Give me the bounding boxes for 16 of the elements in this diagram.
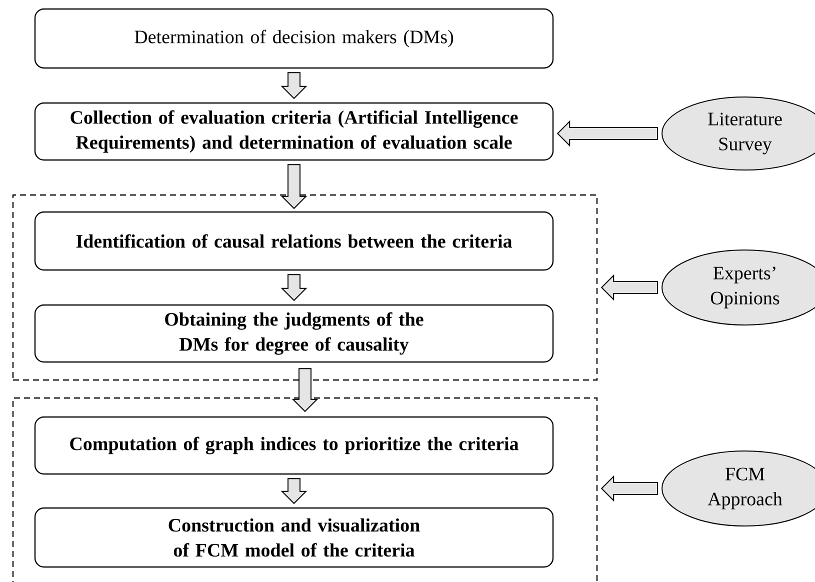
dashed-group-frame — [12, 194, 598, 381]
block-arrow — [292, 368, 318, 412]
process-box: Identification of causal relations between the criteria — [34, 211, 554, 271]
dashed-group-frame — [12, 397, 598, 582]
block-arrow — [280, 478, 308, 504]
process-box: Computation of graph indices to prioritize the criteria — [34, 416, 554, 475]
process-box: Determination of decision makers (DMs) — [34, 8, 554, 69]
block-arrow — [600, 475, 658, 502]
block-arrow — [280, 274, 308, 302]
process-box: Obtaining the judgments of the DMs for degree of causality — [34, 304, 554, 363]
block-arrow — [600, 274, 658, 301]
block-arrow — [280, 164, 308, 210]
block-arrow — [280, 72, 308, 100]
process-box: Construction and visualization of FCM model of the criteria — [34, 507, 554, 568]
block-arrow — [556, 120, 658, 147]
process-box: Collection of evaluation criteria (Artificial Intelligence Requirements) and determination of evaluation scale — [34, 102, 554, 161]
